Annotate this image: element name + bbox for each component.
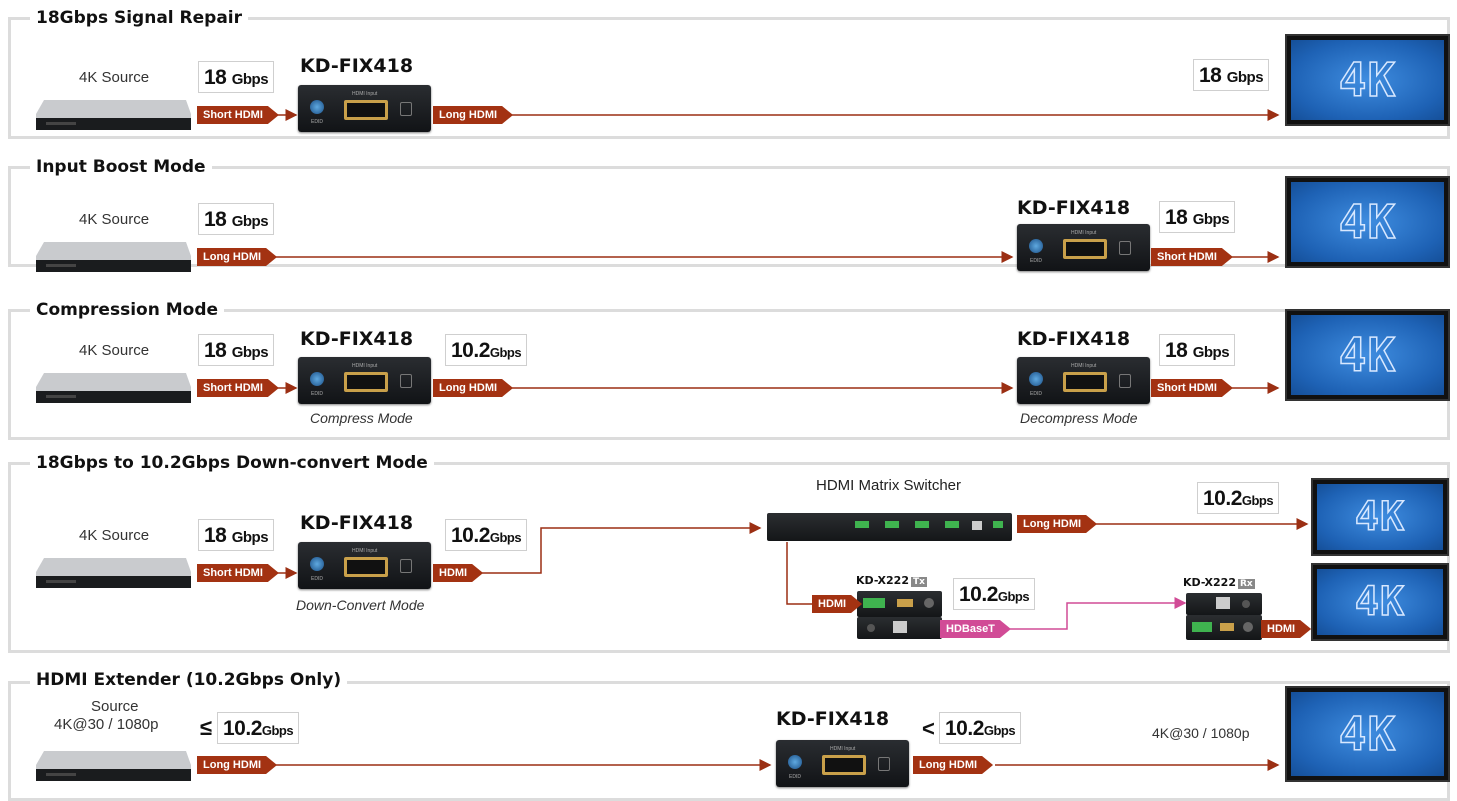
bandwidth-badge: 10.2Gbps — [939, 712, 1022, 744]
tag-short-hdmi: Short HDMI — [197, 379, 279, 397]
bandwidth-badge: 10.2Gbps — [445, 334, 528, 366]
section-title: Compression Mode — [30, 300, 225, 320]
mode-label: Down-Convert Mode — [296, 597, 425, 613]
bandwidth-badge: 10.2Gbps — [1197, 482, 1280, 514]
section-title: Input Boost Mode — [30, 157, 212, 177]
kd-x222-rx-device-back — [1186, 615, 1262, 640]
source-player — [36, 100, 191, 132]
line-hdmi — [786, 542, 859, 610]
bandwidth-badge: 18 Gbps — [198, 334, 275, 366]
source-label: 4K Source — [79, 527, 150, 544]
tv-display: 4K — [1311, 563, 1449, 641]
source-player — [36, 751, 191, 783]
bandwidth-badge: 18 Gbps — [1193, 59, 1270, 91]
kd-x222-rx-device — [1186, 593, 1262, 615]
line-hdbaset — [1010, 597, 1187, 630]
mode-label: Decompress Mode — [1020, 410, 1138, 426]
model-label: KD-FIX418 — [300, 328, 414, 350]
tag-short-hdmi: Short HDMI — [197, 106, 279, 124]
section-title: 18Gbps to 10.2Gbps Down-convert Mode — [30, 453, 434, 473]
line-hdmi — [482, 522, 762, 574]
model-label: KD-FIX418 — [300, 55, 414, 77]
bandwidth-badge: 18 Gbps — [1159, 201, 1236, 233]
model-label: KD-FIX418 — [776, 708, 890, 730]
tag-long-hdmi: Long HDMI — [913, 756, 993, 774]
bandwidth-badge: 18 Gbps — [198, 203, 275, 235]
tag-hdmi: HDMI — [433, 564, 483, 582]
matrix-switcher-label: HDMI Matrix Switcher — [816, 477, 962, 494]
output-resolution-label: 4K@30 / 1080p — [1152, 725, 1250, 741]
less-equal-symbol: ≤ — [200, 715, 213, 740]
model-label: KD-FIX418 — [300, 512, 414, 534]
tag-short-hdmi: Short HDMI — [197, 564, 279, 582]
tag-long-hdmi: Long HDMI — [1017, 515, 1097, 533]
source-player — [36, 558, 191, 590]
bandwidth-badge: 10.2Gbps — [445, 519, 528, 551]
section-title: HDMI Extender (10.2Gbps Only) — [30, 670, 348, 690]
bandwidth-badge: 18 Gbps — [1159, 334, 1236, 366]
mode-label: Compress Mode — [310, 410, 413, 426]
source-label: 4K Source — [79, 211, 150, 228]
tag-long-hdmi: Long HDMI — [433, 106, 513, 124]
kd-x222-tx-device — [857, 591, 942, 617]
tag-hdmi: HDMI — [812, 595, 862, 613]
tag-long-hdmi: Long HDMI — [433, 379, 513, 397]
source-player — [36, 373, 191, 405]
tag-short-hdmi: Short HDMI — [1151, 248, 1233, 266]
source-label: 4K Source — [79, 342, 150, 359]
tag-long-hdmi: Long HDMI — [197, 756, 277, 774]
bandwidth-badge: 18 Gbps — [198, 61, 275, 93]
tv-display: 4K — [1285, 34, 1450, 126]
kd-x222-tx-device-back — [857, 617, 942, 639]
source-label: Source — [91, 698, 139, 715]
hdmi-matrix-switcher — [767, 513, 1012, 541]
bandwidth-badge: 18 Gbps — [198, 519, 275, 551]
tv-display: 4K — [1311, 478, 1449, 556]
tv-display: 4K — [1285, 176, 1450, 268]
source-player — [36, 242, 191, 274]
tag-hdbaset: HDBaseT — [940, 620, 1011, 638]
model-label: KD-FIX418 — [1017, 328, 1131, 350]
section-compression — [8, 309, 1450, 440]
model-label: KD-FIX418 — [1017, 197, 1131, 219]
tag-hdmi: HDMI — [1261, 620, 1311, 638]
tag-long-hdmi: Long HDMI — [197, 248, 277, 266]
section-title: 18Gbps Signal Repair — [30, 8, 249, 28]
bandwidth-badge: 10.2Gbps — [217, 712, 300, 744]
source-label: 4K Source — [79, 69, 150, 86]
less-than-symbol: < — [922, 716, 935, 741]
bandwidth-badge: 10.2Gbps — [953, 578, 1036, 610]
tv-display: 4K — [1285, 309, 1450, 401]
tag-short-hdmi: Short HDMI — [1151, 379, 1233, 397]
tv-display: 4K — [1285, 686, 1450, 782]
source-resolution-label: 4K@30 / 1080p — [54, 716, 159, 733]
